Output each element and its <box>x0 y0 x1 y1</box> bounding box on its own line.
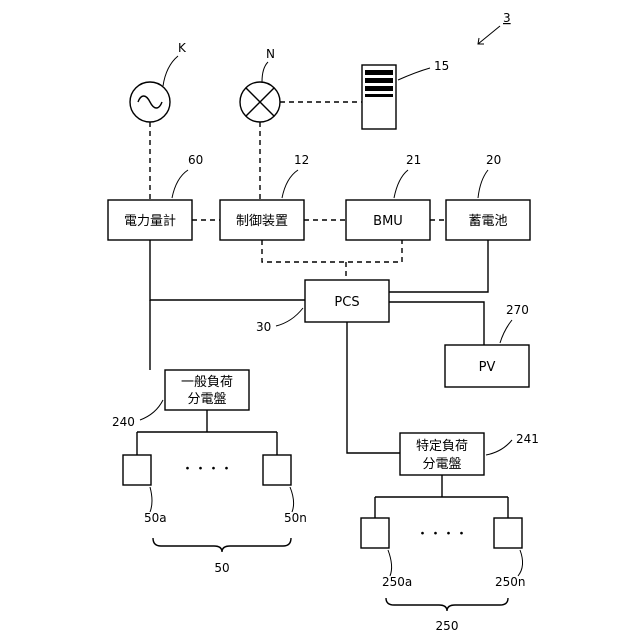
meter-pcs-line <box>150 240 305 300</box>
load-50n-box <box>263 455 291 485</box>
load-250n-ref: 250n <box>495 575 526 589</box>
figure-ref: 3 <box>503 11 511 25</box>
specific-panel-line1: 特定負荷 <box>416 439 468 454</box>
controller-ref: 12 <box>294 153 309 167</box>
bmu-label: BMU <box>373 214 403 229</box>
server-ref: 15 <box>434 59 449 73</box>
lamp-icon <box>240 82 280 122</box>
grid-source-ref: K <box>178 41 187 55</box>
general-load-group-ref: 50 <box>214 561 229 575</box>
server-icon <box>362 65 396 129</box>
grid-source-icon <box>130 82 170 122</box>
general-panel-line1: 一般負荷 <box>181 374 233 390</box>
pv-ref: 270 <box>506 303 529 317</box>
general-panel-line2: 分電盤 <box>187 392 226 407</box>
battery-ref: 20 <box>486 153 501 167</box>
bmu-ref: 21 <box>406 153 421 167</box>
meter-ref: 60 <box>188 153 203 167</box>
load-250n-box <box>494 518 522 548</box>
general-load-brace <box>153 538 291 552</box>
figure-ref-arrow <box>478 26 500 44</box>
lamp-leader <box>262 62 268 82</box>
controller-leader <box>282 170 298 198</box>
controller-label: 制御装置 <box>236 214 288 229</box>
battery-pcs-line <box>389 240 488 292</box>
general-load-dots: ・・・・ <box>181 462 233 477</box>
load-250a-box <box>361 518 389 548</box>
pv-leader <box>500 320 512 343</box>
grid-source-leader <box>163 56 178 86</box>
specific-load-group-ref: 250 <box>436 619 459 633</box>
pcs-pv-line <box>389 302 484 345</box>
load-50n-ref: 50n <box>284 511 307 525</box>
specific-load-tree <box>375 475 508 518</box>
specific-load-brace <box>386 598 508 611</box>
load-50n-leader <box>290 487 294 512</box>
pcs-label: PCS <box>334 295 359 310</box>
bmu-leader <box>394 170 408 198</box>
specific-panel-leader <box>486 440 512 455</box>
general-load-tree <box>137 410 277 455</box>
pcs-leader <box>276 308 303 326</box>
specific-load-dots: ・・・・ <box>416 527 468 542</box>
pcs-ref: 30 <box>256 320 271 334</box>
battery-label: 蓄電池 <box>468 214 507 229</box>
meter-label: 電力量計 <box>124 213 176 229</box>
meter-leader <box>172 170 188 198</box>
server-leader <box>398 68 430 80</box>
pcs-specific-line <box>347 322 400 453</box>
load-250a-ref: 250a <box>382 575 412 589</box>
specific-panel-line2: 分電盤 <box>422 457 461 472</box>
general-panel-ref: 240 <box>112 415 135 429</box>
lamp-ref: N <box>266 47 275 61</box>
control-bus <box>262 240 402 262</box>
load-50a-leader <box>150 487 152 512</box>
battery-leader <box>478 170 488 198</box>
load-50a-ref: 50a <box>144 511 167 525</box>
load-50a-box <box>123 455 151 485</box>
specific-panel-ref: 241 <box>516 432 539 446</box>
general-panel-leader <box>140 400 163 420</box>
load-250n-leader <box>518 550 523 576</box>
load-250a-leader <box>388 550 392 576</box>
pv-label: PV <box>479 360 496 375</box>
